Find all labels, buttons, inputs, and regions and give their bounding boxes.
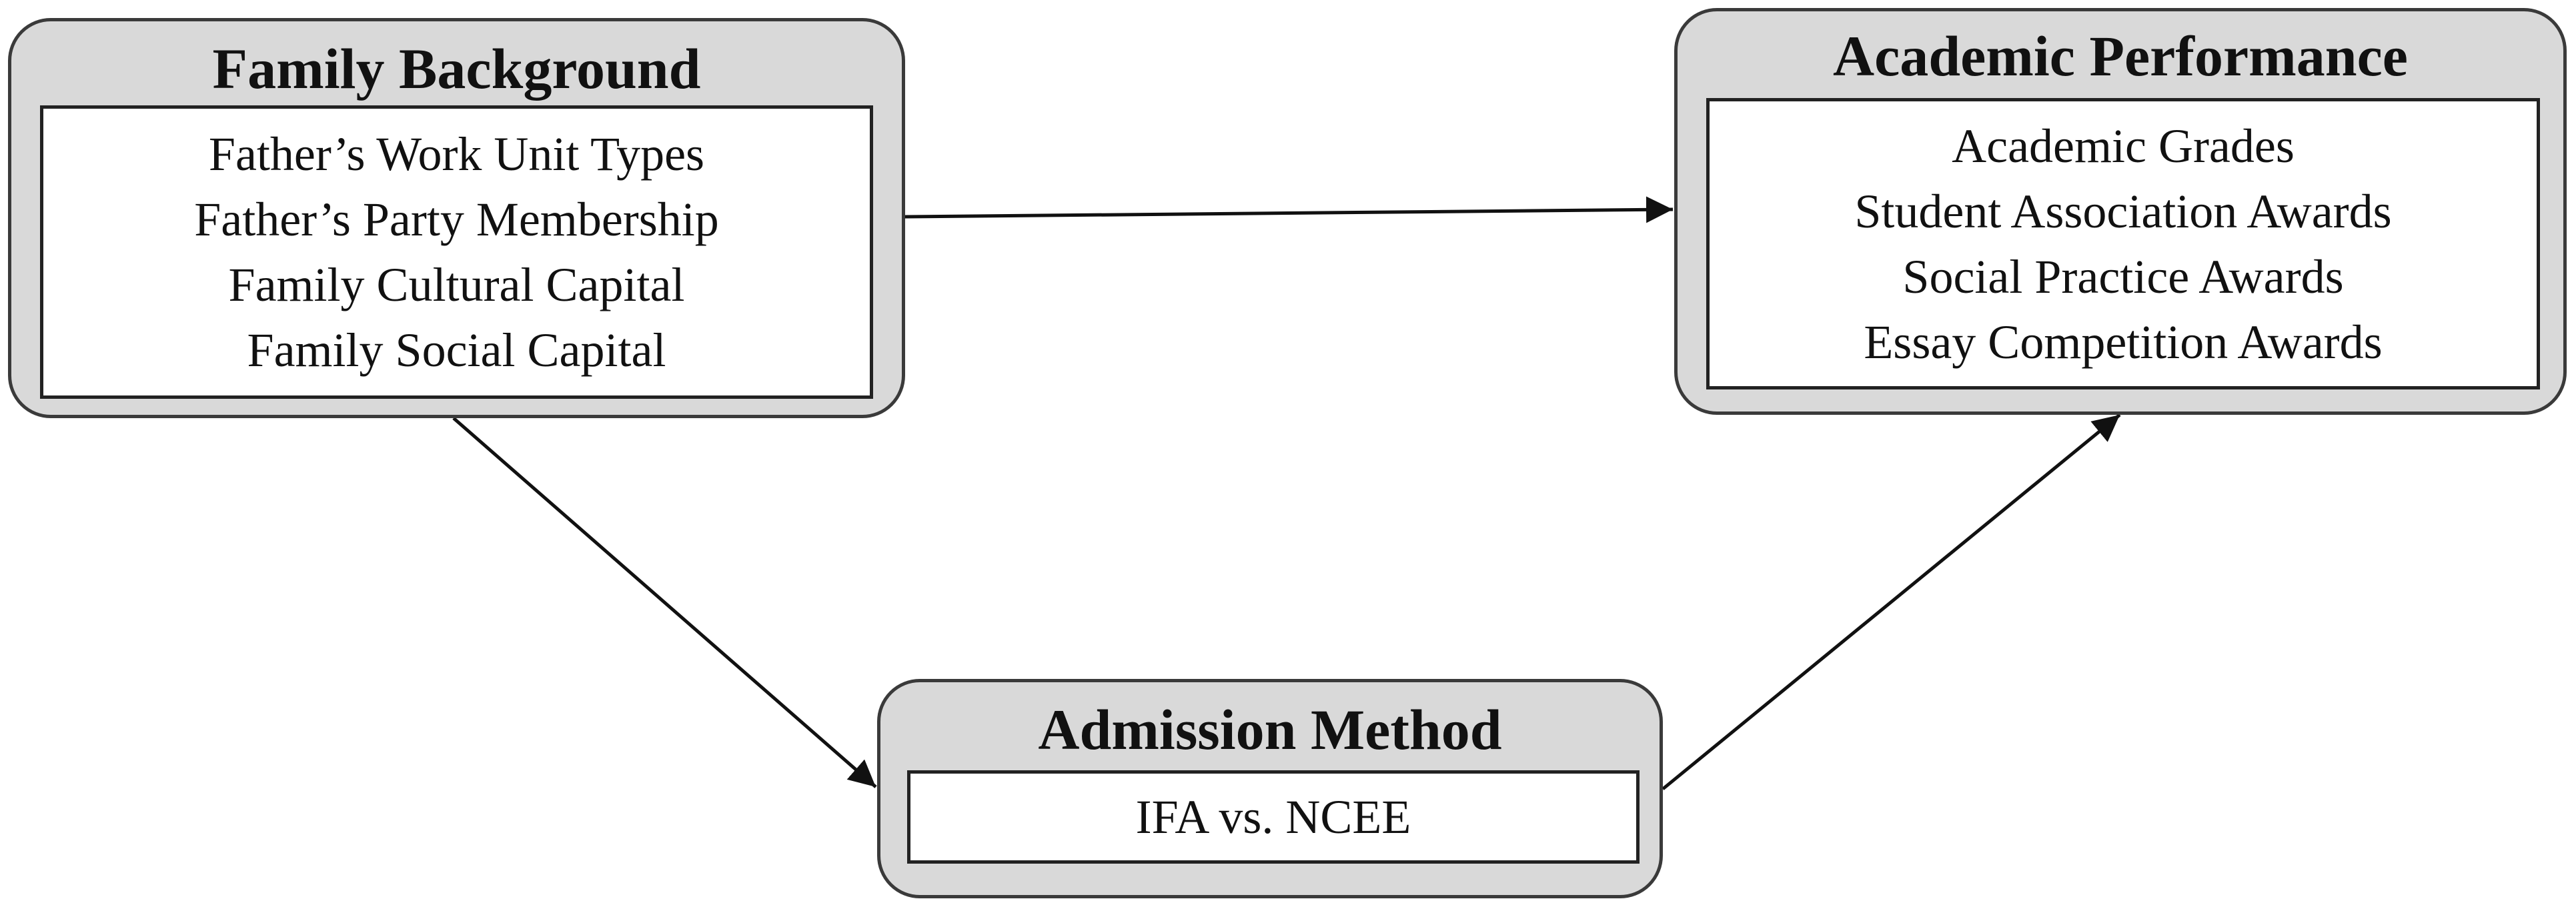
arrow-family-to-academic [904,196,1674,223]
family-background-node: Family Background Father’s Work Unit Typ… [8,18,905,418]
admission-method-node: Admission Method IFA vs. NCEE [877,679,1663,898]
admission-method-title: Admission Method [1038,698,1502,762]
academic-performance-title: Academic Performance [1833,24,2408,88]
admission-method-items: IFA vs. NCEE [907,770,1640,864]
family-item-work-unit: Father’s Work Unit Types [208,127,705,181]
family-item-social-capital: Family Social Capital [247,323,666,377]
academic-item-essay-awards: Essay Competition Awards [1864,315,2383,369]
admission-item-ifa-vs-ncee: IFA vs. NCEE [1135,790,1411,844]
family-item-cultural-capital: Family Cultural Capital [228,258,685,311]
academic-item-practice-awards: Social Practice Awards [1902,249,2344,303]
family-background-title: Family Background [212,37,701,101]
academic-item-grades: Academic Grades [1952,119,2295,173]
family-background-items: Father’s Work Unit Types Father’s Party … [40,105,873,399]
family-item-party-membership: Father’s Party Membership [194,193,719,246]
arrow-admission-to-academic [1662,413,2121,790]
academic-performance-node: Academic Performance Academic Grades Stu… [1674,8,2567,415]
arrow-family-to-admission [452,417,877,788]
academic-performance-items: Academic Grades Student Association Awar… [1706,98,2540,389]
academic-item-association-awards: Student Association Awards [1854,184,2392,238]
